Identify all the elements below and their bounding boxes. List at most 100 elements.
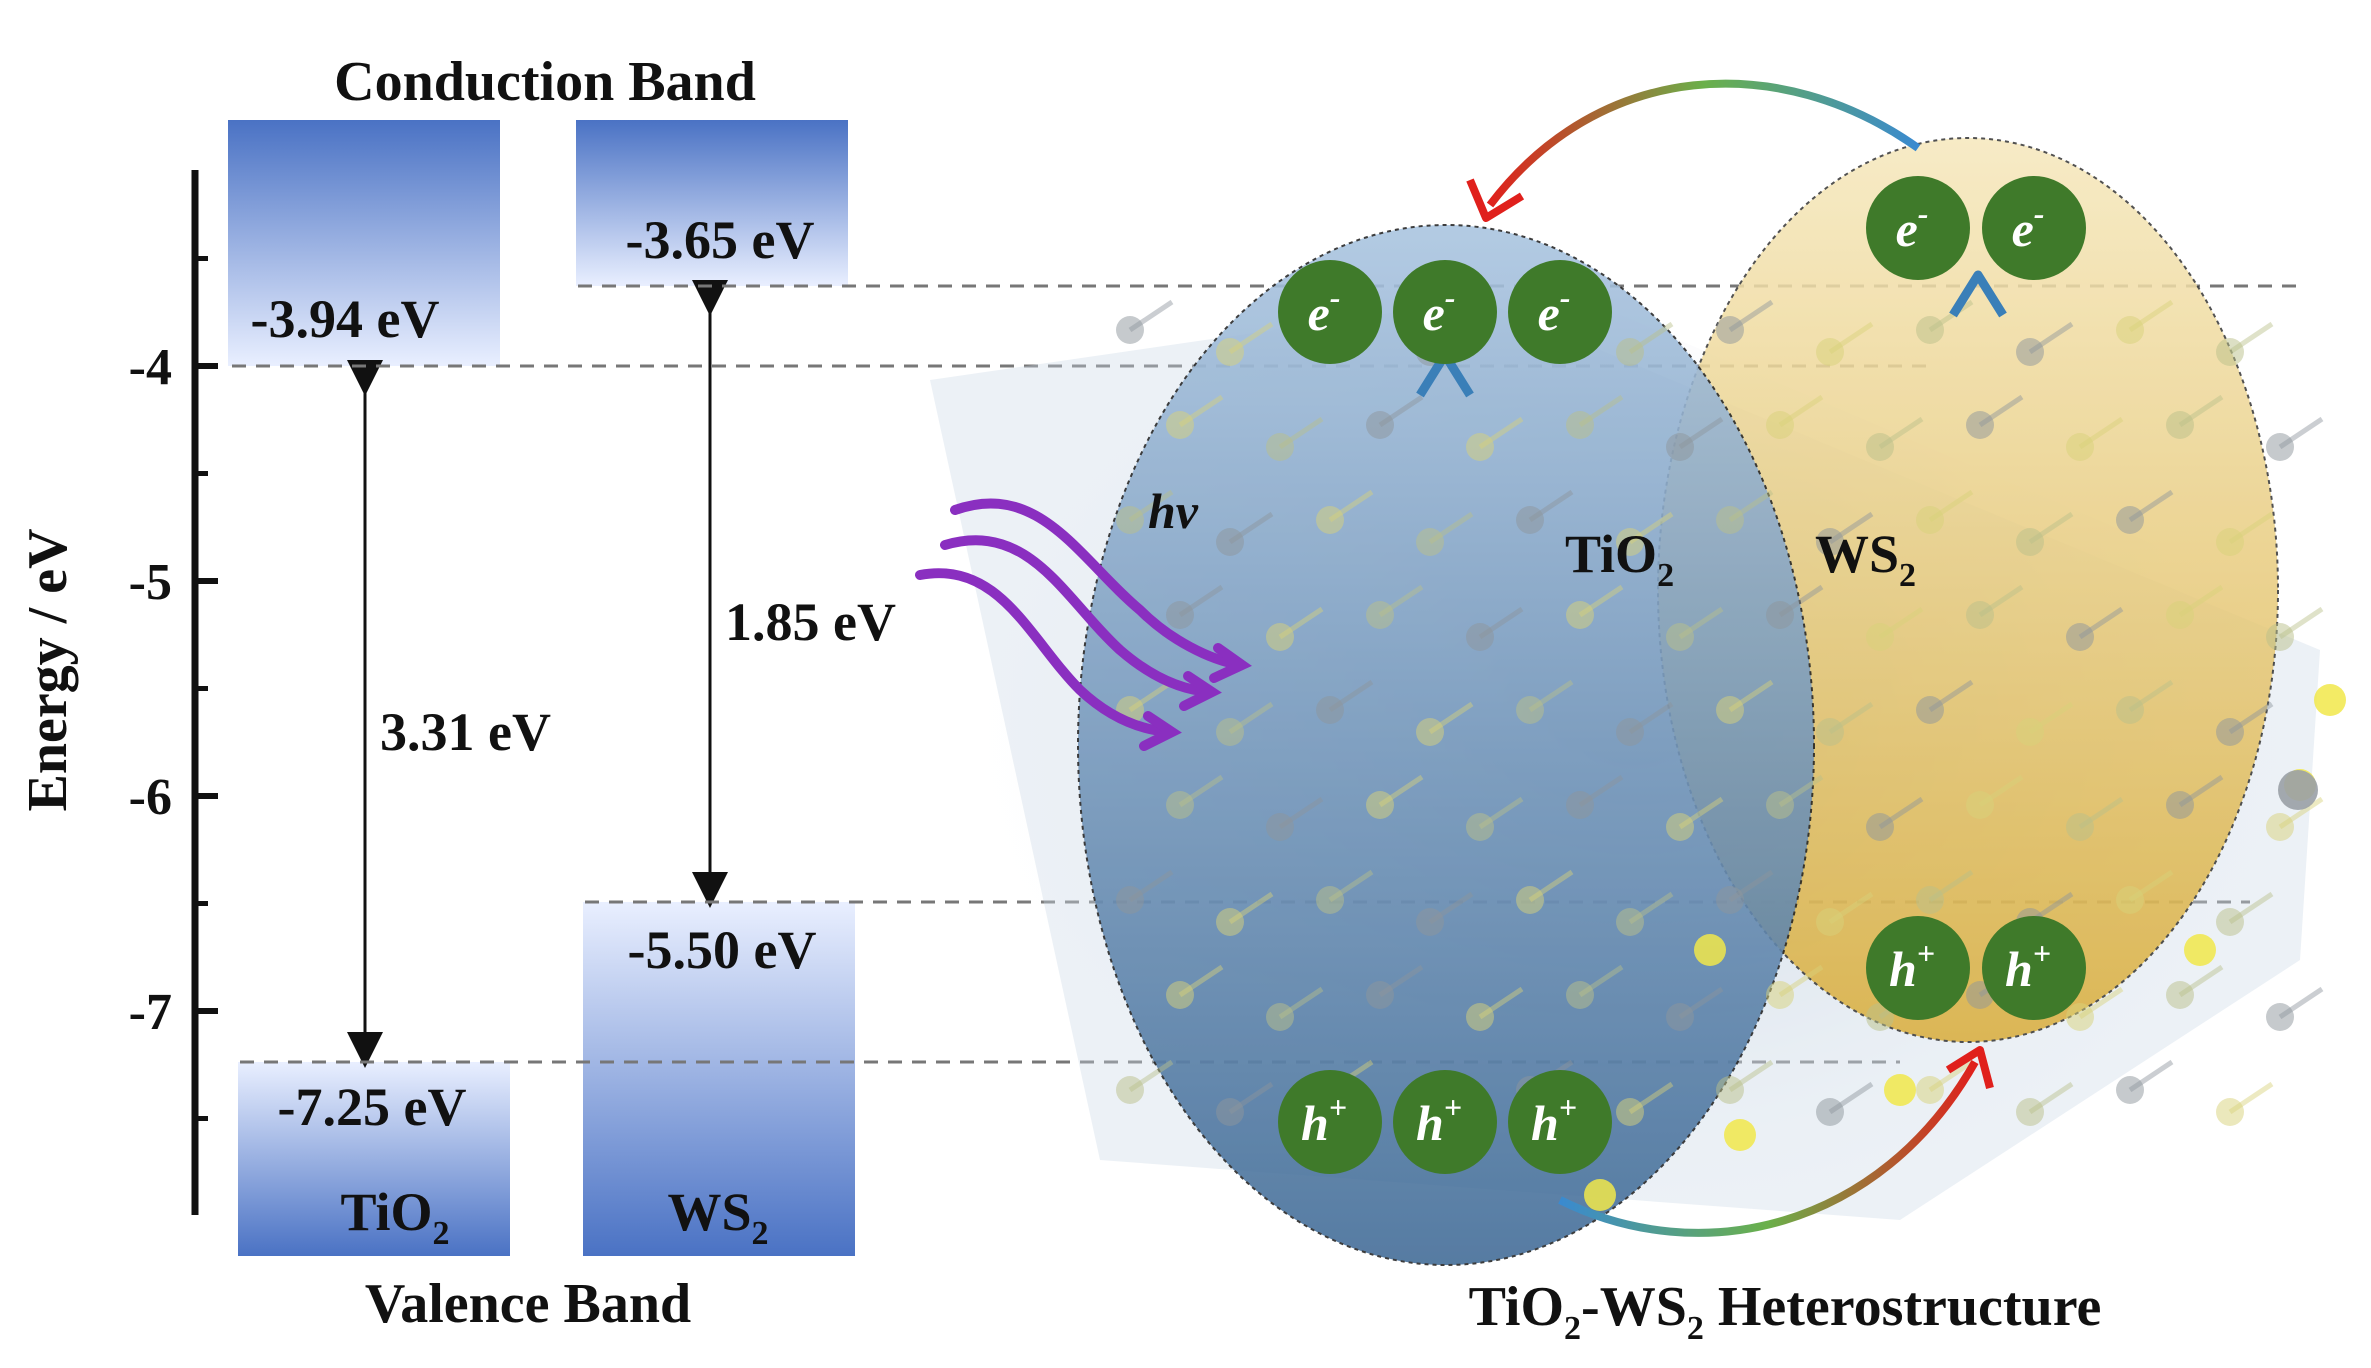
atom	[1716, 886, 1744, 914]
atom	[2066, 1003, 2094, 1031]
atom	[1716, 1076, 1744, 1104]
atom	[1916, 506, 1944, 534]
atom	[1166, 791, 1194, 819]
atom	[2266, 1003, 2294, 1031]
atom	[1166, 981, 1194, 1009]
atom	[1616, 528, 1644, 556]
hole-carrier: h+	[1393, 1070, 1497, 1174]
conduction-band-title: Conduction Band	[334, 51, 756, 113]
ws2-ellipse-label: WS2	[1815, 524, 1916, 594]
tio2-valence-band	[238, 1062, 510, 1256]
ws2-cb-value: -3.65 eV	[626, 210, 815, 270]
heterostructure-caption: TiO2-WS2 Heterostructure	[1469, 1276, 2102, 1347]
sulfur-atom	[2184, 934, 2216, 966]
atom	[1916, 1076, 1944, 1104]
atom	[1566, 981, 1594, 1009]
atom	[1666, 623, 1694, 651]
atom	[1316, 886, 1344, 914]
svg-text:h+: h+	[1416, 1089, 1462, 1151]
atom	[1216, 908, 1244, 936]
atom	[1416, 908, 1444, 936]
atom	[1116, 1076, 1144, 1104]
atom	[1766, 411, 1794, 439]
atom	[1916, 696, 1944, 724]
atom	[1516, 696, 1544, 724]
svg-text:h+: h+	[1531, 1089, 1577, 1151]
heterostructure-illustration: hv TiO2 WS2 e-e-e-e-e-h+h+h+h+h+ TiO2-WS…	[915, 79, 2346, 1347]
atom	[1416, 718, 1444, 746]
atom	[1616, 908, 1644, 936]
atom	[2166, 791, 2194, 819]
atom	[1466, 433, 1494, 461]
tio2-band-name: TiO2	[340, 1182, 449, 1252]
atom	[1716, 696, 1744, 724]
atom	[1816, 528, 1844, 556]
atom	[1416, 528, 1444, 556]
atom	[1466, 1003, 1494, 1031]
axis-tick-label: -4	[129, 339, 172, 396]
svg-text:e-: e-	[1308, 279, 1341, 341]
atom	[1366, 411, 1394, 439]
atom	[1666, 433, 1694, 461]
hole-carrier: h+	[1982, 916, 2086, 1020]
atom	[2116, 886, 2144, 914]
ws2-conduction-band	[576, 120, 848, 286]
atom	[1266, 1003, 1294, 1031]
atom	[2166, 981, 2194, 1009]
atom	[2266, 433, 2294, 461]
atom	[1516, 886, 1544, 914]
atom	[1566, 601, 1594, 629]
atom	[2116, 506, 2144, 534]
atom	[1616, 1098, 1644, 1126]
svg-text:h+: h+	[1889, 935, 1935, 997]
atom	[1116, 886, 1144, 914]
atom	[1366, 981, 1394, 1009]
atom	[2116, 316, 2144, 344]
atom	[2216, 1098, 2244, 1126]
svg-text:e-: e-	[2012, 195, 2045, 257]
atom	[1766, 601, 1794, 629]
atom	[1266, 813, 1294, 841]
atom	[2216, 338, 2244, 366]
tio2-cb-value: -3.94 eV	[251, 289, 440, 349]
atom	[2016, 338, 2044, 366]
atom	[1866, 813, 1894, 841]
atom	[1816, 908, 1844, 936]
electron-carrier: e-	[1866, 176, 1970, 280]
hole-carrier: h+	[1508, 1070, 1612, 1174]
atom	[2166, 601, 2194, 629]
svg-text:h+: h+	[1301, 1089, 1347, 1151]
atom	[1116, 316, 1144, 344]
atom	[2016, 1098, 2044, 1126]
atom	[1716, 316, 1744, 344]
atom	[1616, 338, 1644, 366]
atom	[2266, 813, 2294, 841]
svg-text:h+: h+	[2005, 935, 2051, 997]
energy-axis-label: Energy / eV	[17, 528, 79, 811]
electron-carrier: e-	[1508, 260, 1612, 364]
sulfur-atom	[1694, 934, 1726, 966]
atom	[1816, 718, 1844, 746]
atom	[2116, 1076, 2144, 1104]
ws2-gap-label: 1.85 eV	[725, 592, 896, 652]
hole-carrier: h+	[1278, 1070, 1382, 1174]
svg-text:e-: e-	[1538, 279, 1571, 341]
tio2-ellipse-label: TiO2	[1565, 524, 1674, 594]
atom	[1116, 506, 1144, 534]
atom	[1316, 696, 1344, 724]
atom	[1916, 886, 1944, 914]
atom	[2066, 433, 2094, 461]
atom	[1866, 1003, 1894, 1031]
atom	[2266, 623, 2294, 651]
tio2-conduction-band	[228, 120, 500, 366]
axis-tick-label: -5	[129, 554, 172, 611]
electron-carrier: e-	[1982, 176, 2086, 280]
atom	[1616, 718, 1644, 746]
atom	[1766, 791, 1794, 819]
atom	[1816, 1098, 1844, 1126]
atom	[1666, 813, 1694, 841]
atom	[2066, 813, 2094, 841]
atom	[1766, 981, 1794, 1009]
atom	[2216, 528, 2244, 556]
